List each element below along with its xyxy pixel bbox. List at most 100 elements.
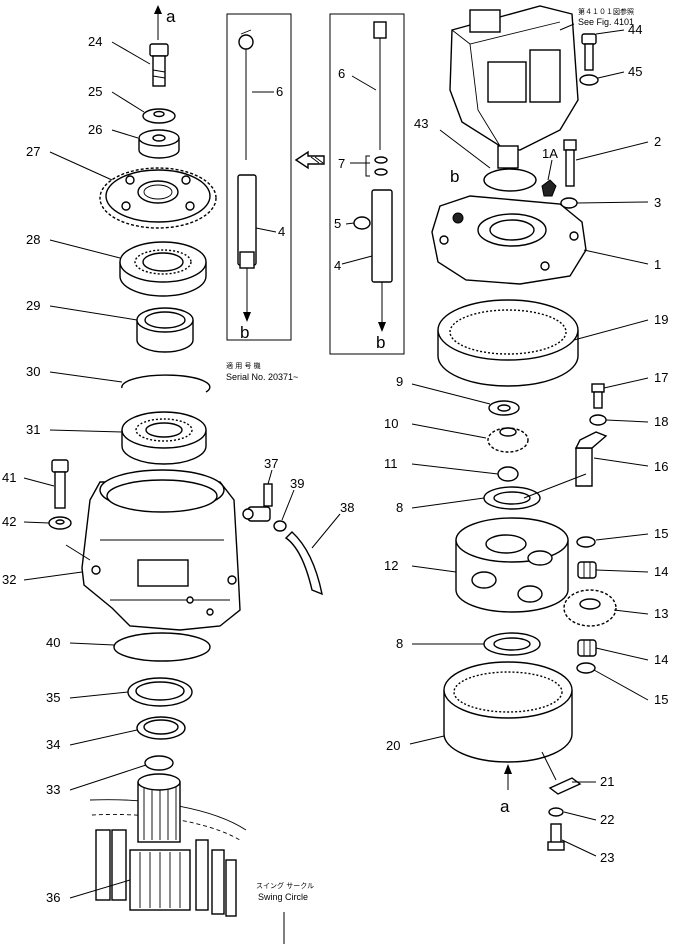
part-21-lock-plate <box>548 777 582 795</box>
callout-15-lower: 15 <box>654 692 668 707</box>
callout-19: 19 <box>654 312 668 327</box>
callout-43: 43 <box>414 116 428 131</box>
callout-36: 36 <box>46 890 60 905</box>
callout-2: 2 <box>654 134 661 149</box>
part-33-ring <box>144 755 174 771</box>
callout-6-right: 6 <box>338 66 345 81</box>
part-29-sleeve <box>136 307 194 353</box>
part-26-collar <box>138 129 180 159</box>
callout-44: 44 <box>628 22 642 37</box>
callout-1: 1 <box>654 257 661 272</box>
serial-note: Serial No. 20371~ <box>226 372 298 382</box>
callout-8-lower: 8 <box>396 636 403 651</box>
dipstick-box-left <box>226 13 292 341</box>
callout-5: 5 <box>334 216 341 231</box>
part-35-seal <box>127 677 193 707</box>
part-10-sun-gear <box>487 427 529 453</box>
callout-15-upper: 15 <box>654 526 668 541</box>
callout-39: 39 <box>290 476 304 491</box>
callout-labels: 24 25 26 27 28 29 30 31 41 42 32 40 35 3… <box>2 22 668 905</box>
part-34-seal <box>136 716 186 740</box>
leader-lines <box>23 23 649 944</box>
part-42-washer <box>48 516 72 530</box>
callout-4-left: 4 <box>278 224 285 239</box>
part-9-washer <box>488 400 520 416</box>
callout-12: 12 <box>384 558 398 573</box>
callout-21: 21 <box>600 774 614 789</box>
part-14-bearing-upper <box>577 561 597 579</box>
part-45-washer <box>579 74 599 86</box>
part-8-washer-lower <box>483 632 541 656</box>
callout-14-lower: 14 <box>654 652 668 667</box>
part-14-bearing-lower <box>577 639 597 657</box>
callout-20: 20 <box>386 738 400 753</box>
callout-35: 35 <box>46 690 60 705</box>
callout-37: 37 <box>264 456 278 471</box>
see-fig-note: See Fig. 4101 <box>578 17 634 27</box>
letter-b-housing: b <box>450 167 459 186</box>
callout-41: 41 <box>2 470 16 485</box>
callout-23: 23 <box>600 850 614 865</box>
callout-3: 3 <box>654 195 661 210</box>
callout-26: 26 <box>88 122 102 137</box>
callout-1A: 1A <box>542 146 558 161</box>
part-30-snap-ring <box>121 374 211 393</box>
callout-14-upper: 14 <box>654 564 668 579</box>
callout-13: 13 <box>654 606 668 621</box>
callout-42: 42 <box>2 514 16 529</box>
arrow-a-bottom <box>504 764 512 790</box>
swing-circle-note: Swing Circle <box>258 892 308 902</box>
part-28-bearing <box>119 241 207 297</box>
part-36-pinion-shaft <box>89 773 247 917</box>
part-24-bolt <box>149 43 169 87</box>
part-32-housing <box>81 469 241 631</box>
callout-7: 7 <box>338 156 345 171</box>
callout-10: 10 <box>384 416 398 431</box>
part-1-cover <box>431 195 587 285</box>
callout-32: 32 <box>2 572 16 587</box>
callout-18: 18 <box>654 414 668 429</box>
reference-letters: a b b b a <box>166 7 510 816</box>
callout-4-right: 4 <box>334 258 341 273</box>
callout-9: 9 <box>396 374 403 389</box>
letter-a-bottom: a <box>500 797 510 816</box>
callout-34: 34 <box>46 737 60 752</box>
callout-17: 17 <box>654 370 668 385</box>
callout-27: 27 <box>26 144 40 159</box>
direction-arrow <box>294 150 325 170</box>
part-17-bolt <box>591 383 605 409</box>
callout-28: 28 <box>26 232 40 247</box>
callout-30: 30 <box>26 364 40 379</box>
part-2-bolt <box>563 139 577 187</box>
part-20-ring-gear <box>443 661 573 763</box>
part-25-washer <box>142 108 176 124</box>
callout-29: 29 <box>26 298 40 313</box>
callout-24: 24 <box>88 34 102 49</box>
callout-25: 25 <box>88 84 102 99</box>
callout-45: 45 <box>628 64 642 79</box>
part-39-washer <box>273 520 287 532</box>
serial-note-jp: 適 用 号 機 <box>226 361 261 370</box>
letter-a-top: a <box>166 7 176 26</box>
part-23-bolt <box>547 823 565 851</box>
callout-16: 16 <box>654 459 668 474</box>
callout-8-upper: 8 <box>396 500 403 515</box>
part-18-washer <box>589 414 607 426</box>
callout-31: 31 <box>26 422 40 437</box>
part-12-carrier <box>455 517 569 613</box>
part-15-washer-upper <box>576 536 596 548</box>
arrow-a-top <box>154 5 162 40</box>
callout-33: 33 <box>46 782 60 797</box>
part-1A-plug <box>541 179 557 197</box>
part-13-planet-gear <box>563 589 617 627</box>
part-31-bearing <box>121 411 207 465</box>
part-38-hose <box>284 531 323 596</box>
part-15-washer-lower <box>576 662 596 674</box>
callout-38: 38 <box>340 500 354 515</box>
part-11-gear <box>497 466 519 482</box>
part-22-washer <box>548 807 564 817</box>
letter-b-right: b <box>376 333 385 352</box>
callout-6-left: 6 <box>276 84 283 99</box>
dipstick-box-right <box>329 13 405 355</box>
